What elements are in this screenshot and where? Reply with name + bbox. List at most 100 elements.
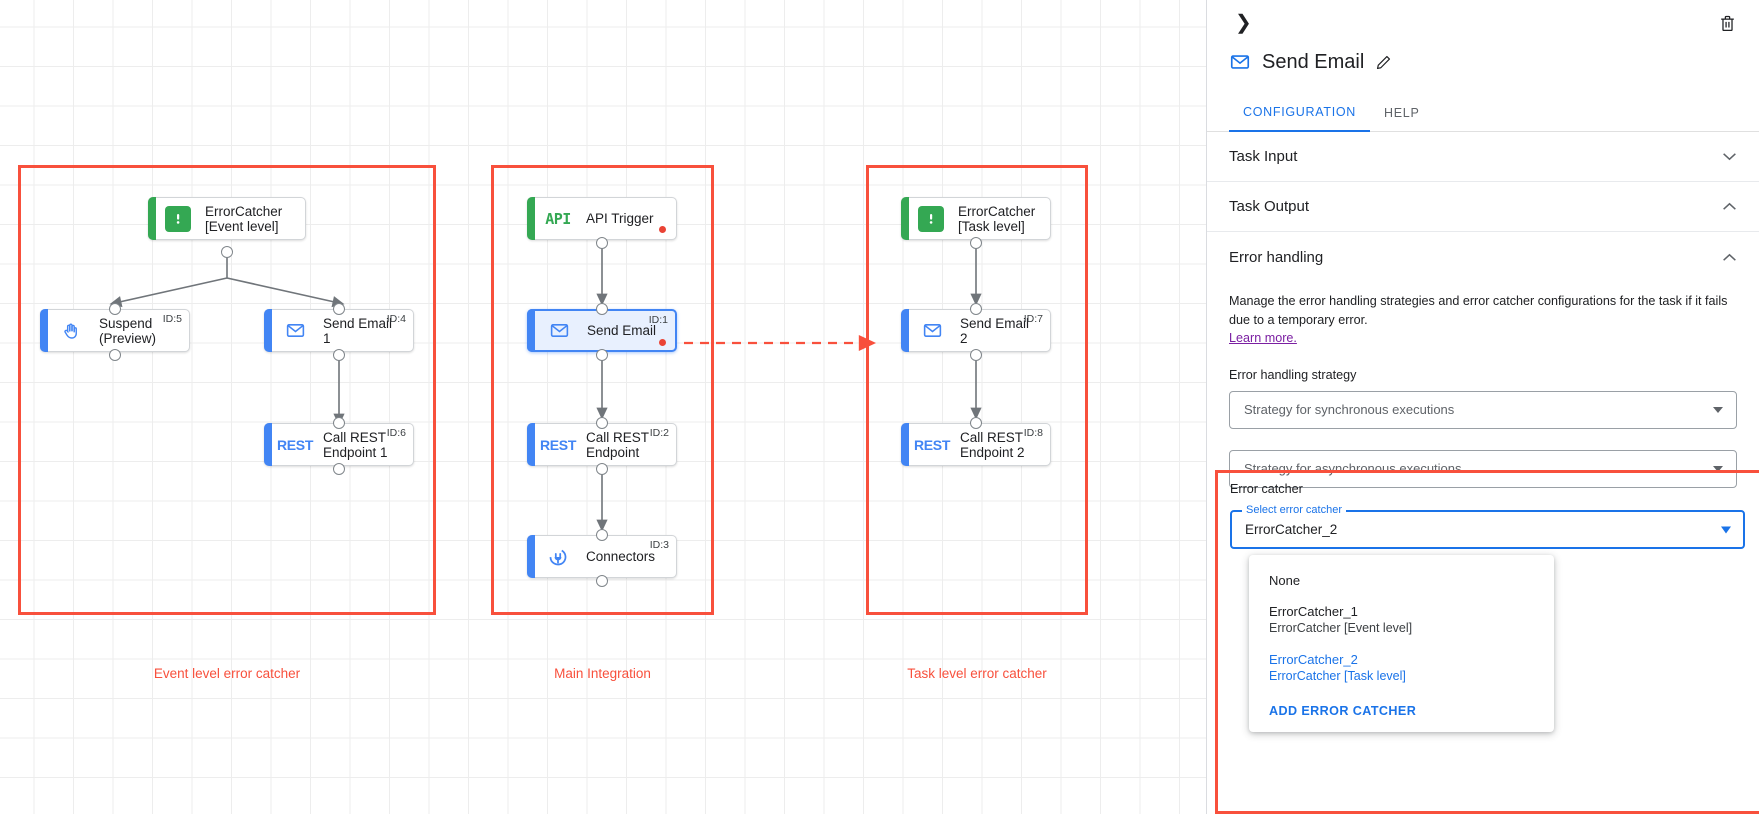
node-send-email[interactable]: Send Email ID:1 (527, 309, 677, 352)
section-title: Task Input (1229, 148, 1298, 165)
group-caption-main-integration: Main Integration (554, 666, 651, 681)
node-id-badge: ID:8 (1023, 427, 1043, 439)
node-id-badge: ID:3 (649, 539, 669, 551)
node-label: Call REST Endpoint (586, 429, 650, 460)
node-call-rest-endpoint[interactable]: REST Call REST Endpoint ID:2 (527, 423, 677, 466)
page-title: Send Email (1262, 50, 1365, 73)
node-id-badge: ID:7 (1023, 313, 1043, 325)
panel-title-row: Send Email (1229, 42, 1737, 82)
node-label: Send Email 1 (323, 315, 393, 346)
node-accent-bar (527, 197, 535, 240)
node-port-in[interactable] (970, 303, 982, 315)
node-send-email-2[interactable]: Send Email 2 ID:7 (901, 309, 1051, 352)
trash-icon[interactable] (1718, 14, 1737, 33)
node-suspend-preview[interactable]: Suspend (Preview) ID:5 (40, 309, 190, 352)
node-call-rest-endpoint-2[interactable]: REST Call REST Endpoint 2 ID:8 (901, 423, 1051, 466)
node-port-out[interactable] (333, 463, 345, 475)
envelope-icon (1229, 51, 1251, 73)
error-handling-strategy-label: Error handling strategy (1229, 367, 1357, 382)
node-port-in[interactable] (596, 417, 608, 429)
node-accent-bar (264, 309, 272, 352)
node-connectors[interactable]: Connectors ID:3 (527, 535, 677, 578)
node-accent-bar (264, 423, 272, 466)
section-task-output[interactable]: Task Output (1207, 182, 1759, 232)
rest-icon-text: REST (913, 436, 951, 453)
dropdown-option-title: ErrorCatcher_2 (1269, 652, 1358, 667)
node-port-out[interactable] (596, 463, 608, 475)
node-port-in[interactable] (333, 303, 345, 315)
chevron-down-icon[interactable] (1722, 149, 1737, 164)
node-id-badge: ID:5 (162, 313, 182, 325)
error-catcher-dropdown[interactable]: None ErrorCatcher_1 ErrorCatcher [Event … (1249, 555, 1554, 732)
node-id-badge: ID:1 (648, 314, 668, 326)
dropdown-option-errorcatcher-2[interactable]: ErrorCatcher_2 ErrorCatcher [Task level] (1249, 644, 1554, 692)
node-label: API Trigger (586, 211, 654, 226)
tab-help[interactable]: HELP (1384, 106, 1420, 120)
tab-configuration[interactable]: CONFIGURATION (1229, 105, 1371, 132)
node-accent-bar (901, 197, 909, 240)
node-label: Suspend (Preview) (99, 315, 157, 346)
node-error-catcher-event-level[interactable]: ErrorCatcher [Event level] (148, 197, 306, 240)
error-catcher-icon (165, 205, 191, 232)
workflow-canvas[interactable]: Event level error catcher Main Integrati… (0, 0, 1206, 814)
node-port-in[interactable] (109, 303, 121, 315)
chevron-down-icon (1713, 406, 1723, 413)
node-port-in[interactable] (596, 303, 608, 315)
pencil-icon[interactable] (1375, 54, 1392, 71)
node-api-trigger[interactable]: API API Trigger (527, 197, 677, 240)
node-id-badge: ID:2 (649, 427, 669, 439)
node-port-out[interactable] (596, 349, 608, 361)
error-catcher-select[interactable]: Select error catcher ErrorCatcher_2 (1230, 504, 1745, 549)
group-frame-event-level (18, 165, 436, 615)
node-id-badge: ID:4 (386, 313, 406, 325)
node-call-rest-endpoint-1[interactable]: REST Call REST Endpoint 1 ID:6 (264, 423, 414, 466)
group-caption-task-level: Task level error catcher (907, 666, 1047, 681)
error-catcher-selected-value: ErrorCatcher_2 (1245, 522, 1338, 537)
node-label: Connectors (586, 549, 656, 564)
dropdown-option-none[interactable]: None (1249, 565, 1554, 596)
api-icon: API (544, 205, 572, 233)
node-accent-bar (527, 423, 535, 466)
node-port-in[interactable] (333, 417, 345, 429)
node-id-badge: ID:6 (386, 427, 406, 439)
sync-strategy-value: Strategy for synchronous executions (1244, 402, 1455, 417)
group-frame-task-level (866, 165, 1088, 615)
chevron-up-icon[interactable] (1722, 199, 1737, 214)
chevron-right-icon[interactable]: ❯ (1235, 12, 1252, 34)
envelope-icon (545, 317, 573, 345)
section-title: Error handling (1229, 248, 1324, 266)
section-task-input[interactable]: Task Input (1207, 132, 1759, 182)
node-port-out[interactable] (109, 349, 121, 361)
chevron-down-icon (1721, 526, 1731, 533)
dropdown-option-errorcatcher-1[interactable]: ErrorCatcher_1 ErrorCatcher [Event level… (1249, 596, 1554, 644)
node-port-out[interactable] (596, 237, 608, 249)
connectors-icon (544, 543, 572, 571)
sync-strategy-select[interactable]: Strategy for synchronous executions (1229, 390, 1737, 429)
node-port-out[interactable] (221, 246, 233, 258)
node-port-out[interactable] (596, 575, 608, 587)
chevron-up-icon[interactable] (1722, 250, 1737, 265)
error-catcher-icon (918, 205, 944, 232)
node-port-out[interactable] (970, 349, 982, 361)
error-catcher-select-label: Select error catcher (1242, 504, 1346, 516)
error-catcher-block: Error catcher Select error catcher Error… (1215, 470, 1759, 814)
node-port-in[interactable] (596, 529, 608, 541)
node-accent-bar (148, 197, 156, 240)
node-accent-bar (901, 423, 909, 466)
node-error-catcher-task-level[interactable]: ErrorCatcher [Task level] (901, 197, 1051, 240)
rest-icon-text: REST (276, 436, 314, 453)
rest-icon: REST (914, 431, 950, 459)
node-label: Call REST Endpoint 2 (960, 429, 1025, 460)
node-port-out[interactable] (970, 237, 982, 249)
node-accent-bar (40, 309, 48, 352)
rest-icon: REST (540, 431, 576, 459)
add-error-catcher-button[interactable]: ADD ERROR CATCHER (1269, 704, 1417, 718)
node-port-out[interactable] (333, 349, 345, 361)
node-error-indicator (659, 339, 666, 346)
learn-more-link[interactable]: Learn more. (1229, 331, 1297, 345)
section-error-handling[interactable]: Error handling (1207, 232, 1759, 282)
description-text: Manage the error handling strategies and… (1229, 294, 1728, 327)
node-port-in[interactable] (970, 417, 982, 429)
node-send-email-1[interactable]: Send Email 1 ID:4 (264, 309, 414, 352)
node-error-indicator (659, 226, 666, 233)
